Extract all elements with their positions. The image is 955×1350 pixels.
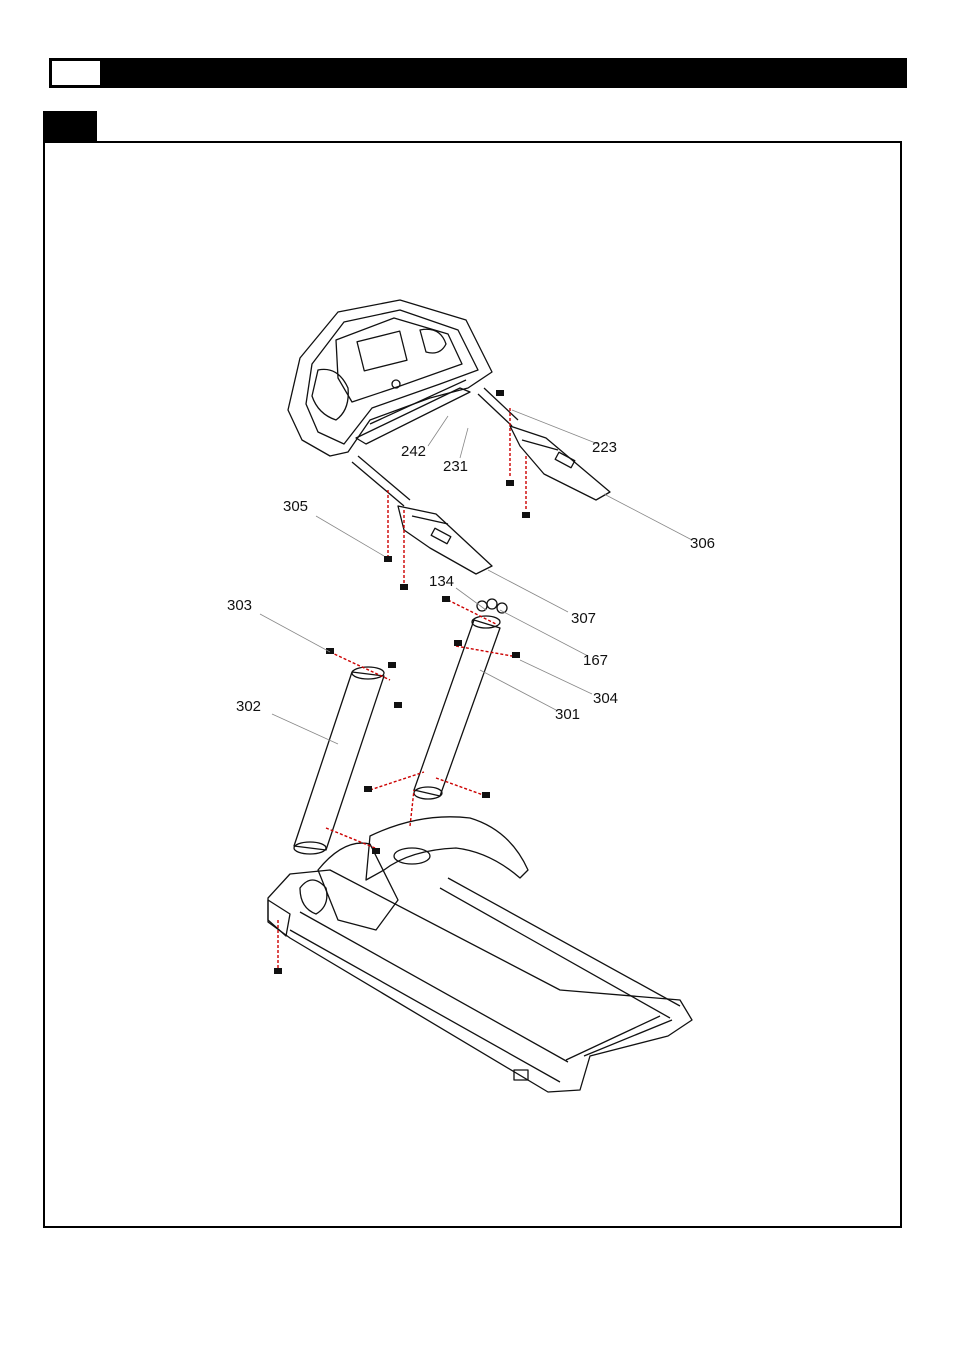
callout-303: 303	[227, 597, 252, 614]
callout-304: 304	[593, 690, 618, 707]
callout-242: 242	[401, 443, 426, 460]
callout-307: 307	[571, 610, 596, 627]
callout-302: 302	[236, 698, 261, 715]
callout-305: 305	[283, 498, 308, 515]
callout-231: 231	[443, 458, 468, 475]
fastener-paths	[278, 408, 526, 968]
callout-301: 301	[555, 706, 580, 723]
treadmill-base	[268, 817, 692, 1092]
callout-167: 167	[583, 652, 608, 669]
left-handlebar-cover	[352, 456, 492, 574]
callout-306: 306	[690, 535, 715, 552]
right-handlebar-cover	[478, 388, 610, 500]
left-upright-302	[294, 667, 384, 854]
callout-223: 223	[592, 439, 617, 456]
console	[288, 300, 492, 456]
callout-134: 134	[429, 573, 454, 590]
bolts	[274, 390, 530, 974]
right-upright-301	[414, 599, 507, 799]
